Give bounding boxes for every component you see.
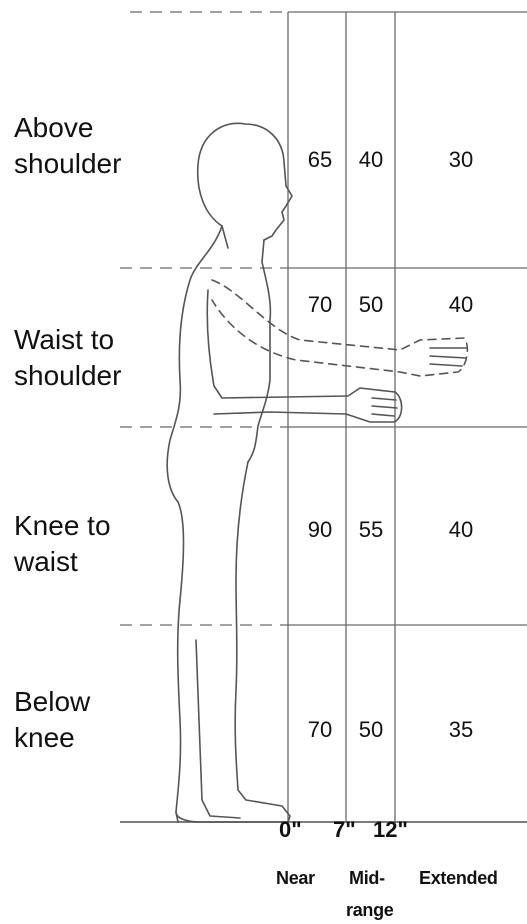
zone-label-line2: shoulder — [14, 146, 121, 182]
distance-marker-near: 0" — [279, 818, 302, 842]
front-torso-outline — [248, 240, 270, 462]
extended-hand-lines — [430, 348, 466, 366]
value-knee-to-waist-extended: 40 — [436, 518, 486, 542]
value-knee-to-waist-mid-range: 55 — [346, 518, 396, 542]
column-label-mid-line2: range — [346, 898, 394, 922]
value-below-knee-extended: 35 — [436, 718, 486, 742]
value-below-knee-near: 70 — [295, 718, 345, 742]
zone-label-below-knee: Below knee — [14, 684, 90, 756]
inner-leg-line — [196, 640, 240, 818]
value-below-knee-mid-range: 50 — [346, 718, 396, 742]
zone-boundary-lines — [120, 12, 527, 822]
value-waist-to-shoulder-mid-range: 50 — [346, 293, 396, 317]
head-outline — [198, 123, 292, 248]
zone-label-waist-to-shoulder: Waist to shoulder — [14, 322, 121, 394]
distance-column-lines — [288, 12, 395, 822]
zone-label-line1: Below — [14, 684, 90, 720]
back-outline — [167, 226, 222, 502]
zone-label-line1: Knee to — [14, 508, 111, 544]
front-leg-outline — [235, 462, 290, 822]
zone-label-line2: shoulder — [14, 358, 121, 394]
zone-label-knee-to-waist: Knee to waist — [14, 508, 111, 580]
zone-label-line1: Above — [14, 110, 121, 146]
value-above-shoulder-near: 65 — [295, 148, 345, 172]
zone-label-line2: knee — [14, 720, 90, 756]
column-label-near: Near — [276, 866, 315, 890]
column-label-mid-line1: Mid- — [349, 866, 385, 890]
zone-label-above-shoulder: Above shoulder — [14, 110, 121, 182]
value-above-shoulder-mid-range: 40 — [346, 148, 396, 172]
distance-marker-extended: 12" — [373, 818, 408, 842]
distance-marker-mid-range: 7" — [333, 818, 356, 842]
zone-label-line2: waist — [14, 544, 111, 580]
value-knee-to-waist-near: 90 — [295, 518, 345, 542]
rear-leg-outline — [176, 502, 184, 822]
value-waist-to-shoulder-near: 70 — [295, 293, 345, 317]
zone-label-line1: Waist to — [14, 322, 121, 358]
value-waist-to-shoulder-extended: 40 — [436, 293, 486, 317]
hand-lines — [372, 398, 397, 416]
value-above-shoulder-extended: 30 — [436, 148, 486, 172]
column-label-extended: Extended — [419, 866, 498, 890]
